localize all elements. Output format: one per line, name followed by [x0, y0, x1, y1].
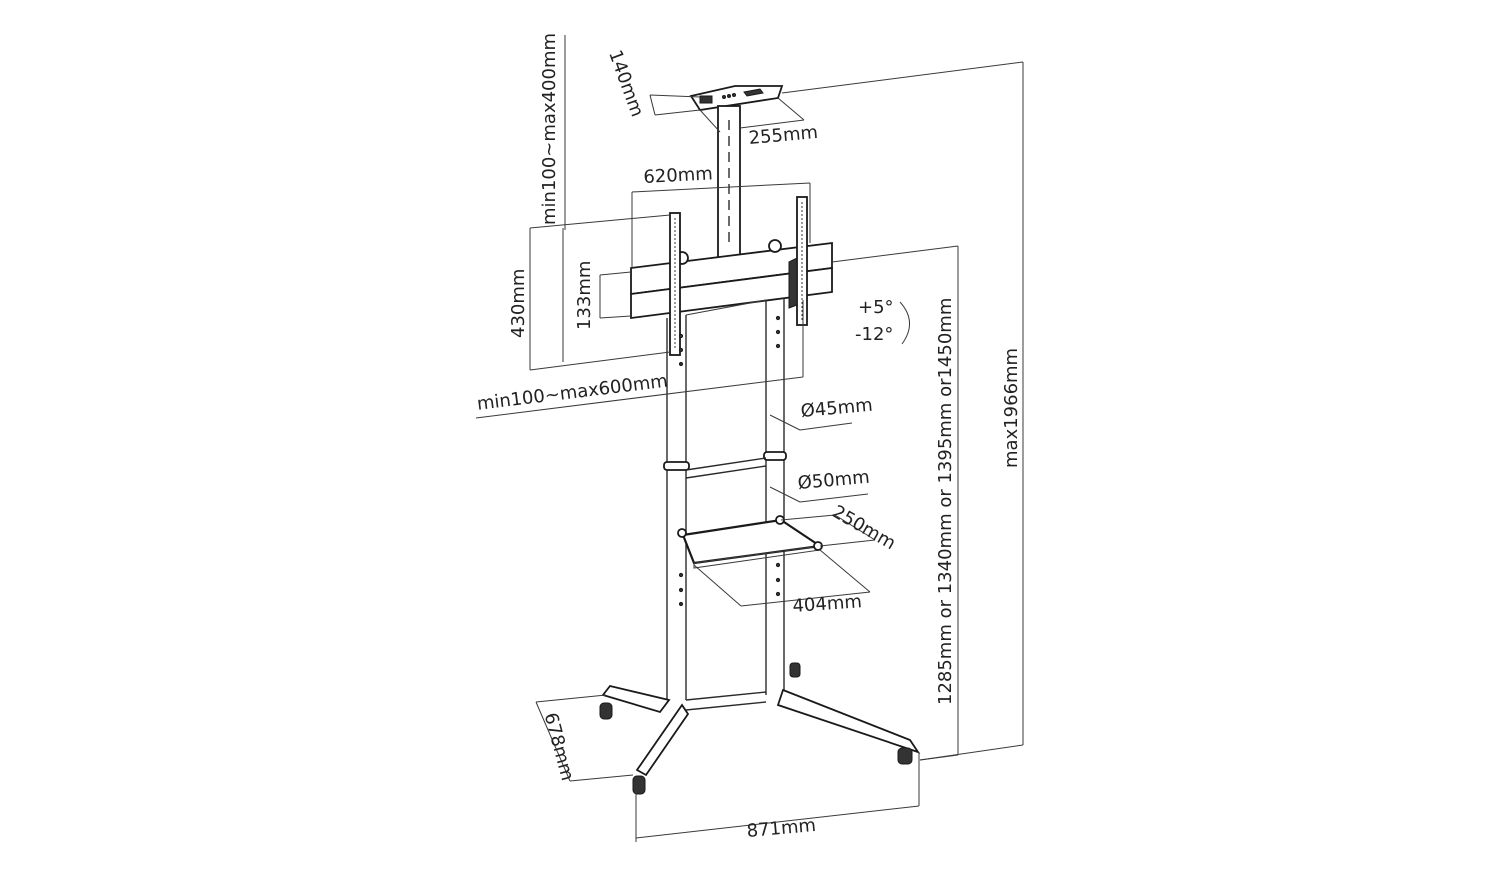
dimension-lines [475, 35, 1024, 842]
media-shelf [677, 515, 824, 569]
label-pole-height-range: min100~max400mm [539, 32, 560, 225]
label-max-height: max1966mm [1001, 347, 1022, 468]
vesa-arms [669, 196, 808, 356]
main-column [663, 298, 787, 711]
base-legs [599, 662, 921, 795]
label-mount-height-options: 1285mm or 1340mm or 1395mm or1450mm [935, 297, 956, 705]
top-pole [717, 105, 741, 263]
label-tilt-down: -12° [855, 324, 894, 345]
label-shelf-width: 404mm [791, 591, 863, 617]
label-bracket-height: 430mm [508, 268, 529, 338]
label-bracket-width: 620mm [642, 163, 714, 188]
mount-rails [630, 239, 833, 320]
top-camera-shelf [689, 85, 784, 111]
label-rail-height: 133mm [574, 260, 595, 330]
label-tilt-up: +5° [858, 297, 894, 318]
